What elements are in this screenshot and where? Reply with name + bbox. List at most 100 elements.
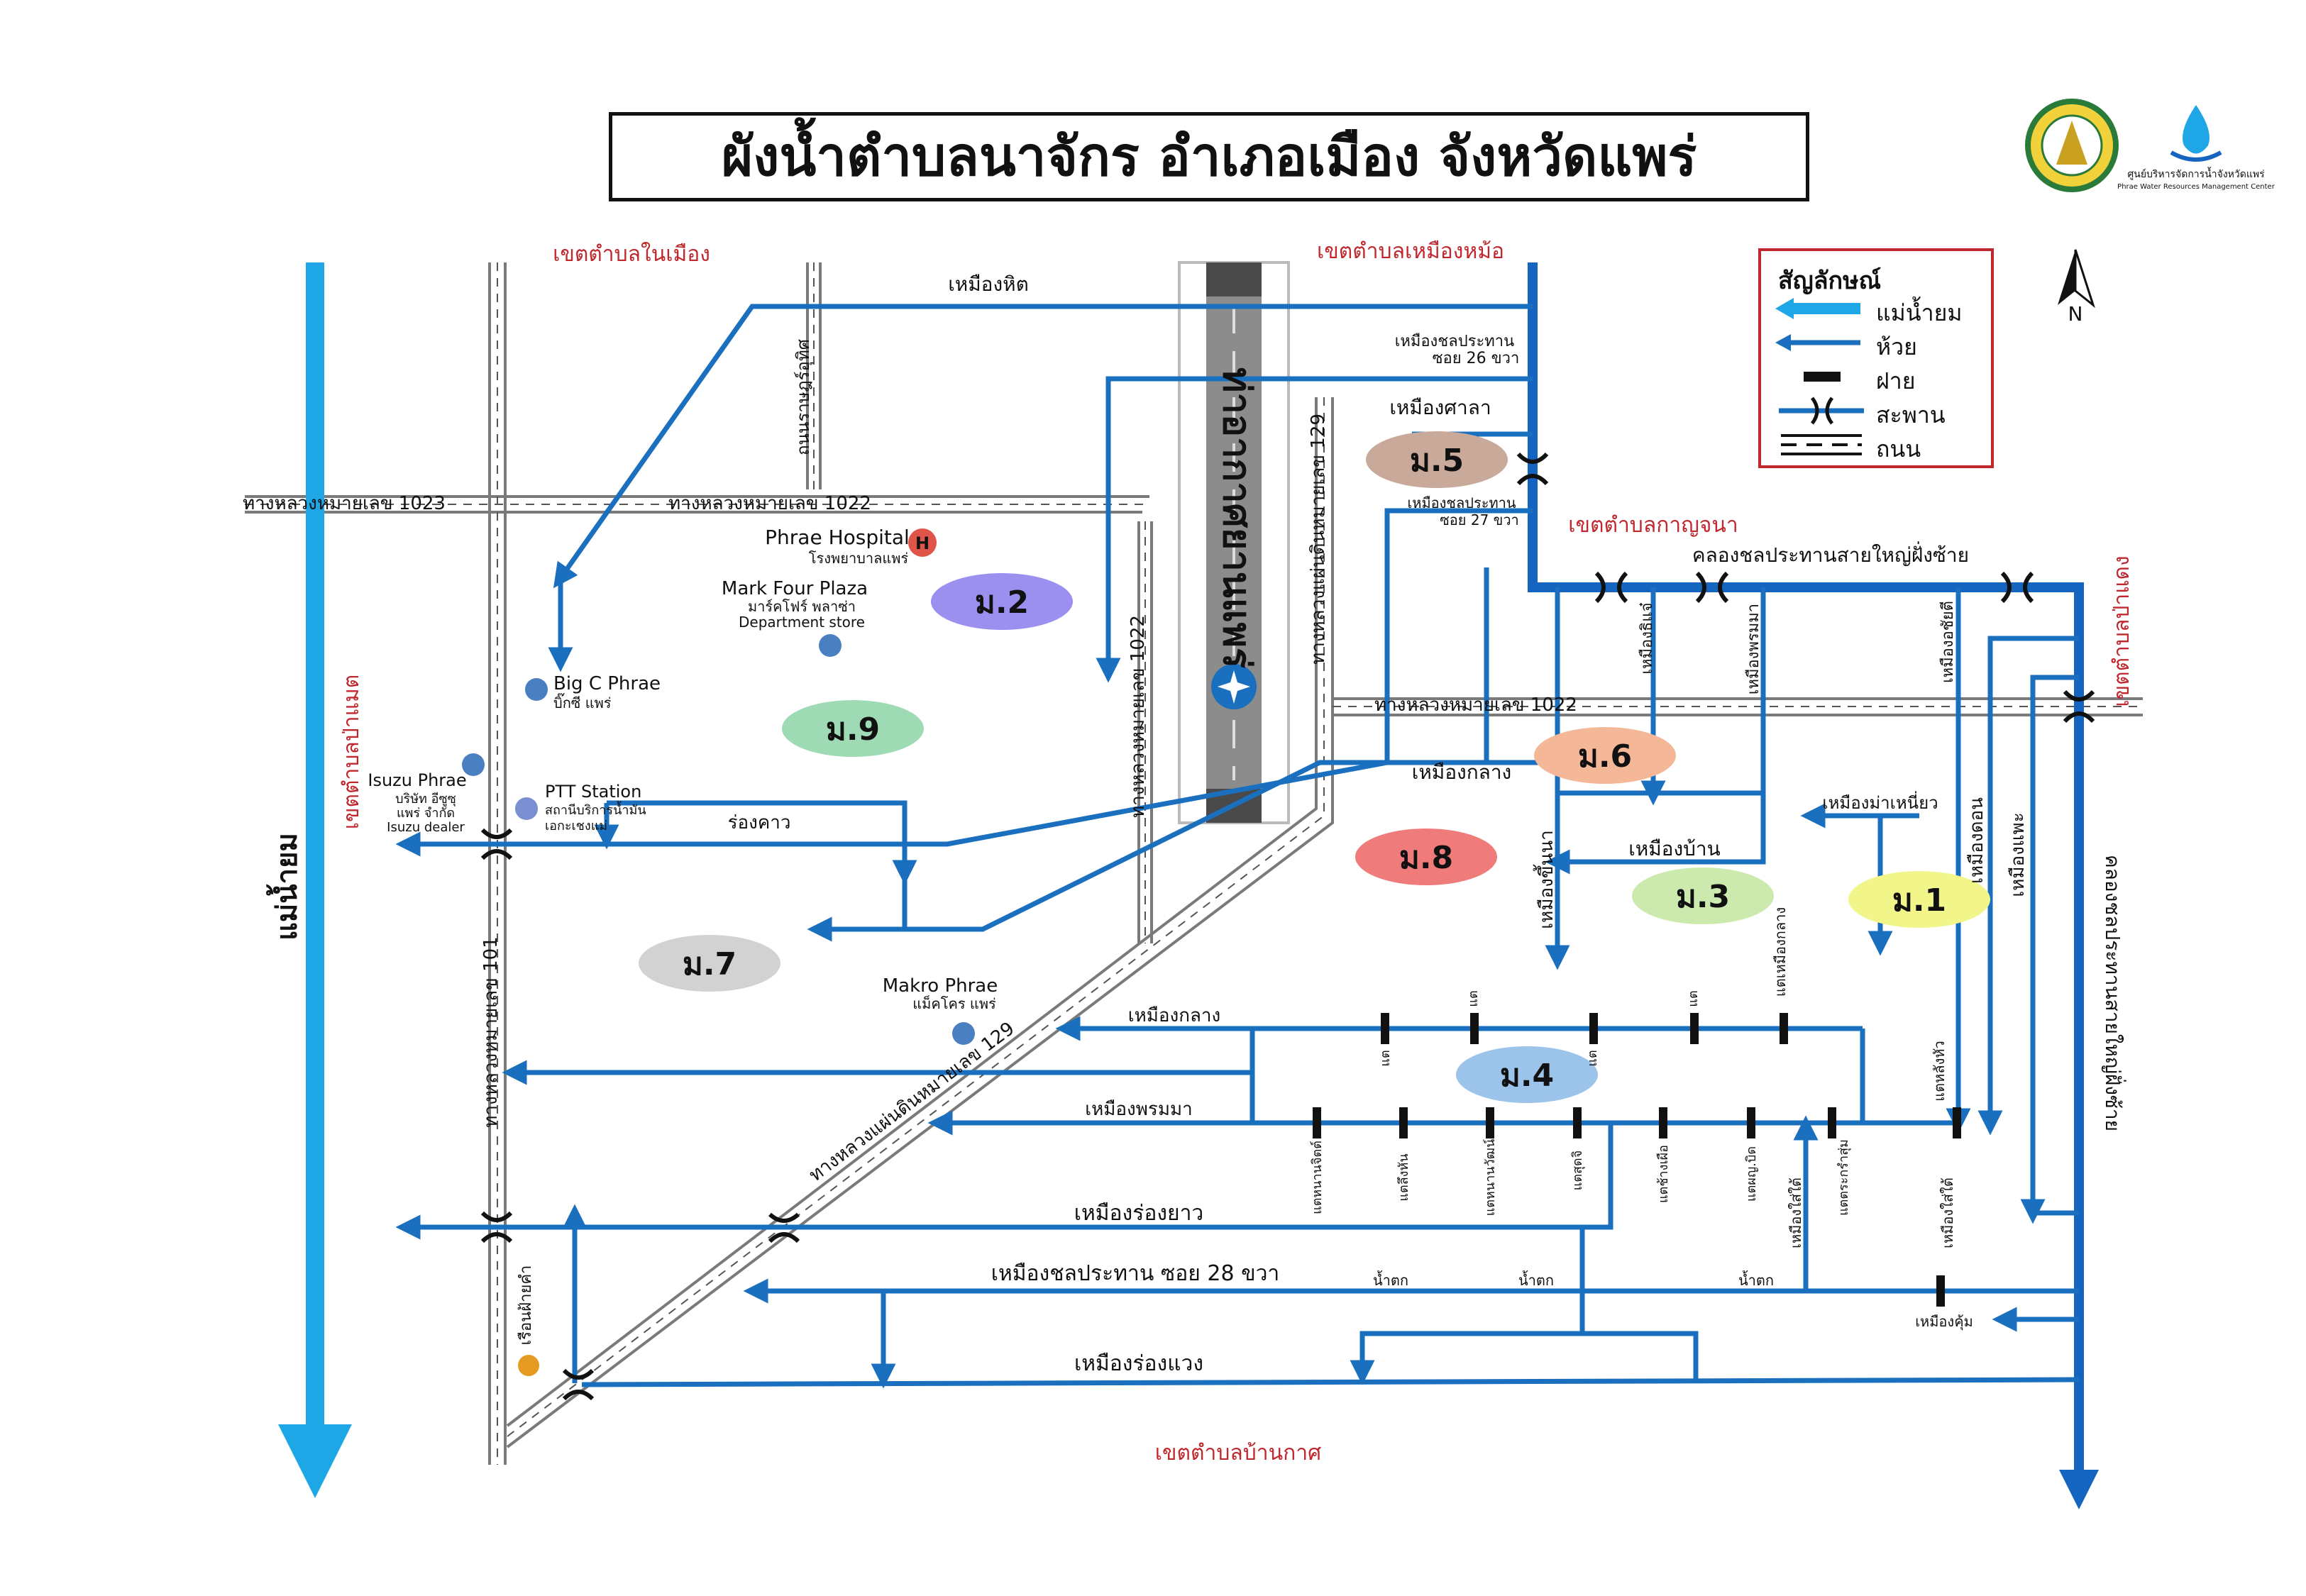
road-label-1023: ทางหลวงหมายเลข 1023 xyxy=(243,493,446,514)
svg-text:PTT Station: PTT Station xyxy=(545,782,641,802)
svg-text:H: H xyxy=(915,533,929,553)
svg-text:ม.2: ม.2 xyxy=(975,584,1029,621)
road-label-local: ถนนราษฎร์อุทิศ xyxy=(793,339,814,455)
svg-text:Department store: Department store xyxy=(739,614,865,631)
place-hospital: Phrae Hospital โรงพยาบาลแพร่ H xyxy=(765,526,937,567)
legend-item-road: ถนน xyxy=(1781,434,1921,462)
place-bigc: Big C Phrae บิ๊กซี แพร่ xyxy=(525,673,661,711)
svg-text:แต: แต xyxy=(1585,1050,1600,1066)
svg-text:บิ๊กซี แพร่: บิ๊กซี แพร่ xyxy=(553,692,612,711)
legend-title: สัญลักษณ์ xyxy=(1778,267,1882,295)
shopping-cart-icon xyxy=(952,1022,975,1045)
svg-text:ร่องคาว: ร่องคาว xyxy=(728,812,791,833)
place-isuzu: Isuzu Phrae บริษัท อีซูซุ แพร่ จำกัด Isu… xyxy=(368,753,485,835)
svg-text:Phrae Water Resources Manageme: Phrae Water Resources Management Center xyxy=(2117,183,2275,191)
road-label-1022-top: ทางหลวงหมายเลข 1022 xyxy=(668,493,871,514)
north-arrow-icon: N xyxy=(2058,249,2095,326)
svg-text:บริษัท อีซูซุ: บริษัท อีซูซุ xyxy=(395,792,456,807)
svg-text:เหมืองชลประทาน: เหมืองชลประทาน xyxy=(1395,333,1514,350)
road-label-1022-right: ทางหลวงหมายเลข 1022 xyxy=(1374,694,1577,716)
svg-text:ศูนย์บริหารจัดการน้ำจังหวัดแพร: ศูนย์บริหารจัดการน้ำจังหวัดแพร่ xyxy=(2127,167,2265,180)
svg-text:น้ำตก: น้ำตก xyxy=(1518,1270,1554,1289)
village-m5: ม.5 xyxy=(1366,431,1508,488)
boundary-bottom: เขตตำบลบ้านกาศ xyxy=(1155,1441,1321,1465)
car-dealer-icon xyxy=(462,753,485,776)
shopping-cart-icon xyxy=(525,678,548,701)
airport xyxy=(1178,261,1290,824)
svg-text:เหมืองม่าเหนี่ยว: เหมืองม่าเหนี่ยว xyxy=(1822,791,1938,813)
village-m3: ม.3 xyxy=(1632,868,1774,924)
map-title: ผังน้ำตำบลนาจักร อำเภอเมือง จังหวัดแพร่ xyxy=(609,112,1809,201)
boundary-top-left: เขตตำบลในเมือง xyxy=(553,242,710,267)
weirs xyxy=(1313,1013,1961,1307)
svg-text:Isuzu Phrae: Isuzu Phrae xyxy=(368,770,466,790)
svg-text:มาร์คโฟร์ พลาซ่า: มาร์คโฟร์ พลาซ่า xyxy=(748,598,856,615)
bridges xyxy=(480,452,2095,1401)
svg-text:แตช้างเผือ: แตช้างเผือ xyxy=(1656,1145,1671,1203)
svg-text:แพร่ จำกัด: แพร่ จำกัด xyxy=(397,806,455,821)
svg-text:เหมืองดอน: เหมืองดอน xyxy=(1966,797,1987,884)
svg-text:แต: แต xyxy=(1686,990,1701,1007)
svg-text:น้ำตก: น้ำตก xyxy=(1373,1270,1408,1289)
svg-text:ม.6: ม.6 xyxy=(1578,738,1632,775)
road-centerlines xyxy=(245,262,2143,1465)
road-label-129-top: ทางหลวงแผ่นดินหมายเลข 129 xyxy=(1308,414,1329,665)
stream-labels: เหมืองหิต เหมืองชลประทาน ซอย 26 ขวา เหมื… xyxy=(728,272,2126,1376)
fuel-icon xyxy=(515,797,538,820)
svg-text:ม.9: ม.9 xyxy=(826,711,880,748)
svg-text:Big C Phrae: Big C Phrae xyxy=(553,673,661,694)
svg-text:แตตระกรำสุ่ม: แตตระกรำสุ่ม xyxy=(1836,1139,1851,1216)
svg-text:ม.7: ม.7 xyxy=(683,946,737,982)
svg-text:ม.1: ม.1 xyxy=(1892,882,1946,919)
boundary-left: เขตตำบลป่าแมต xyxy=(339,675,364,829)
svg-text:แตผญ.บิด: แตผญ.บิด xyxy=(1744,1146,1759,1202)
svg-text:แต: แต xyxy=(1378,1050,1393,1066)
svg-text:แตหลังหัว: แตหลังหัว xyxy=(1931,1041,1948,1102)
svg-text:ม.8: ม.8 xyxy=(1399,840,1453,876)
airport-label: ท่าอากาศยานแพร่ xyxy=(1215,367,1259,668)
svg-text:เหมืองคุ้ม: เหมืองคุ้ม xyxy=(1915,1313,1973,1331)
svg-text:เหมืองชลประทาน ซอย 28 ขวา: เหมืองชลประทาน ซอย 28 ขวา xyxy=(991,1261,1280,1286)
legend-item-stream: ห้วย xyxy=(1775,326,1988,360)
weir-labels: แต แต แต แต แตหนานจิตต์ แตลึงหัน แตหนานว… xyxy=(1310,990,1851,1216)
svg-text:เหมืองกลาง: เหมืองกลาง xyxy=(1412,760,1511,784)
boundary-top-right: เขตตำบลเหมืองหม้อ xyxy=(1317,239,1504,264)
svg-text:ม.4: ม.4 xyxy=(1500,1058,1554,1094)
svg-text:ซอย 26 ขวา: ซอย 26 ขวา xyxy=(1433,350,1520,367)
svg-text:เหมืองศาลา: เหมืองศาลา xyxy=(1389,396,1491,419)
svg-text:เหมืองร่องยาว: เหมืองร่องยาว xyxy=(1074,1201,1204,1226)
svg-text:N: N xyxy=(2068,302,2083,326)
legend-item-river: แม่น้ำยม xyxy=(1775,292,1988,326)
shopping-icon xyxy=(819,634,842,657)
svg-text:คลองชลประทานสายใหญ่ฝั่งซ้าย: คลองชลประทานสายใหญ่ฝั่งซ้าย xyxy=(1692,541,1969,567)
svg-text:เหมืองขึ้นนา: เหมืองขึ้นนา xyxy=(1533,830,1557,929)
svg-text:เหมืองแพะ: เหมืองแพะ xyxy=(2007,812,2029,897)
svg-text:Mark Four Plaza: Mark Four Plaza xyxy=(722,578,868,599)
village-m2: ม.2 xyxy=(931,573,1073,630)
svg-text:ม.5: ม.5 xyxy=(1410,443,1464,479)
svg-text:คลองชลประทานสายใหญ่ฝั่งซ้าย: คลองชลประทานสายใหญ่ฝั่งซ้าย xyxy=(2101,855,2126,1131)
legend: สัญลักษณ์ แม่น้ำยม ห้วย ฝาย สะพาน ถนน xyxy=(1758,248,1994,468)
road-label-101: ทางหลวงหมายเลข 101 xyxy=(480,936,502,1127)
road-label-129-diag: ทางหลวงแผ่นดินหมายเลข 129 xyxy=(805,1018,1019,1186)
legend-item-weir: ฝาย xyxy=(1775,360,1988,394)
svg-text:Makro Phrae: Makro Phrae xyxy=(883,975,998,997)
place-restaurant: เรือนฝ้ายคำ xyxy=(517,1265,539,1376)
svg-text:Isuzu dealer: Isuzu dealer xyxy=(387,820,465,835)
village-m7: ม.7 xyxy=(639,935,780,992)
svg-text:เหมืองอชัยตี: เหมืองอชัยตี xyxy=(1939,601,1957,683)
svg-text:เหมืองบ้าน: เหมืองบ้าน xyxy=(1628,837,1721,860)
svg-text:แตหนานจิตต์: แตหนานจิตต์ xyxy=(1310,1141,1325,1214)
svg-text:แตเหมืองกลาง: แตเหมืองกลาง xyxy=(1772,907,1789,997)
svg-text:แตหนานวัฒน์: แตหนานวัฒน์ xyxy=(1483,1139,1498,1217)
svg-text:เหมืองชลประทาน: เหมืองชลประทาน xyxy=(1407,494,1516,511)
legend-item-bridge: สะพาน xyxy=(1775,394,1988,428)
svg-text:น้ำตก: น้ำตก xyxy=(1738,1270,1774,1289)
svg-text:แตลึงหัน: แตลึงหัน xyxy=(1396,1153,1411,1201)
village-m9: ม.9 xyxy=(782,700,924,757)
svg-text:แต: แต xyxy=(1466,990,1481,1007)
hospital-icon xyxy=(908,528,937,557)
svg-text:เหมืองร่องแวง: เหมืองร่องแวง xyxy=(1074,1351,1203,1376)
place-makro: Makro Phrae แม็คโคร แพร่ xyxy=(883,975,998,1045)
